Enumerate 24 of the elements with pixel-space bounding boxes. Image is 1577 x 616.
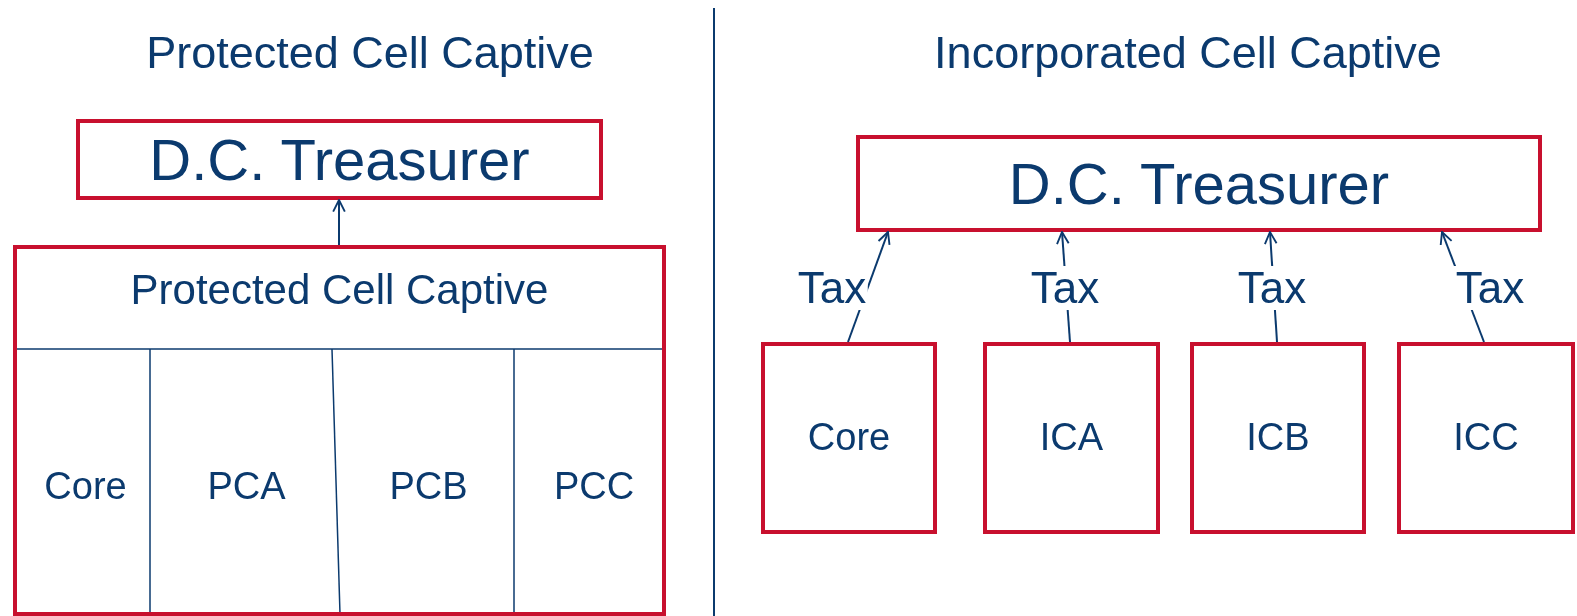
node-label: D.C. Treasurer [1008, 151, 1390, 216]
node-label: Core [44, 465, 127, 508]
edge-label: Tax [1028, 266, 1102, 310]
edge-label: Tax [1453, 266, 1527, 310]
entity-box [76, 119, 603, 200]
edge-label: Tax [1235, 266, 1309, 310]
node-label: D.C. Treasurer [149, 127, 530, 192]
node-label: ICC [1453, 417, 1519, 459]
captive-frame [13, 245, 666, 616]
node-label: PCA [207, 465, 286, 508]
node-label: Protected Cell Captive [130, 267, 549, 314]
node-label: PCC [553, 465, 635, 508]
node-label: Core [807, 417, 891, 459]
node-label: ICB [1246, 417, 1310, 459]
entity-box [1397, 342, 1575, 534]
heading: Protected Cell Captive [146, 29, 594, 75]
heading: Incorporated Cell Captive [934, 29, 1442, 75]
entity-box [983, 342, 1160, 534]
entity-box [856, 135, 1542, 232]
arrow [332, 199, 346, 246]
entity-box [1190, 342, 1366, 534]
entity-box [761, 342, 937, 534]
node-label: PCB [389, 465, 468, 508]
node-label: ICA [1039, 417, 1104, 459]
